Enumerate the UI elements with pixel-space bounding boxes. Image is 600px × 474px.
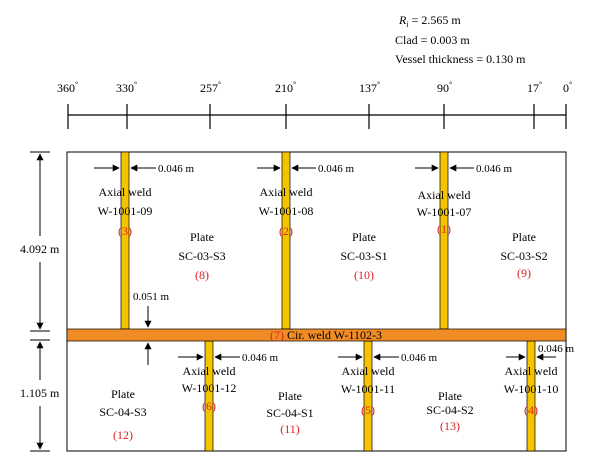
angle-label-257: 257° [200, 80, 221, 95]
plate-number: (11) [280, 422, 300, 436]
axial-weld-title: Axial weld [505, 364, 558, 378]
axial-weld-label-group: Axial weld W-1001-10 (4) [504, 364, 559, 417]
plate-title: Plate [278, 389, 302, 403]
circumferential-weld [66, 328, 567, 342]
plate-title: Plate [512, 230, 536, 244]
weld-width-dimension-2: 0.046 m [257, 163, 355, 175]
weld-width-dimension-5: 0.046 m [338, 352, 438, 364]
weld-width-dimension-4: 0.046 m [178, 352, 279, 364]
plate-title: Plate [111, 387, 135, 401]
plate-label-group: Plate SC-04-S3 (12) [99, 387, 146, 442]
circ-weld-label: (7) Cir. weld W-1102-3 [270, 328, 382, 342]
weld-width-dimension-3: 0.046 m [415, 163, 513, 175]
weld-width-label: 0.046 m [401, 352, 438, 364]
plate-label-group: Plate SC-03-S3 (8) [178, 230, 225, 282]
circ-weld-gap-label: 0.051 m [133, 291, 170, 303]
weld-width-label: 0.046 m [318, 163, 355, 175]
axial-weld-number: (4) [524, 403, 538, 417]
plate-title: Plate [438, 389, 462, 403]
angle-label-210: 210° [275, 80, 296, 95]
plate-number: (12) [113, 428, 133, 442]
plate-label-group: Plate SC-03-S2 (9) [500, 230, 547, 280]
angle-label-17: 17° [527, 80, 542, 95]
plate-id: SC-04-S2 [426, 403, 473, 417]
axial-weld-title: Axial weld [342, 364, 395, 378]
axial-weld-number: (6) [202, 399, 216, 413]
plate-number: (9) [517, 266, 531, 280]
axial-weld-label-group: Axial weld W-1001-09 (3) [98, 185, 153, 238]
axial-weld-w-1001-07 [439, 151, 449, 330]
weld-width-dimension-1: 0.046 m [94, 163, 195, 175]
plate-label-group: Plate SC-03-S1 (10) [340, 230, 387, 282]
angle-label-0: 0° [563, 80, 572, 95]
angle-label-360: 360° [57, 80, 78, 95]
axial-weld-label-group: Axial weld W-1001-08 (2) [259, 185, 314, 238]
axial-weld-w-1001-09 [120, 151, 130, 330]
axial-weld-label-group: Axial weld W-1001-12 (6) [182, 364, 237, 413]
axial-weld-w-1001-12 [204, 340, 214, 452]
plate-id: SC-03-S3 [178, 249, 225, 263]
plate-title: Plate [190, 230, 214, 244]
axial-weld-w-1001-11 [363, 340, 373, 452]
upper-course-height-dimension: 4.092 m [20, 151, 60, 332]
weld-width-label: 0.046 m [158, 163, 195, 175]
axial-weld-title: Axial weld [260, 185, 313, 199]
plate-id: SC-03-S1 [340, 249, 387, 263]
axial-weld-w-1001-10 [526, 340, 536, 452]
plate-id: SC-04-S1 [266, 406, 313, 420]
axial-weld-number: (3) [118, 224, 132, 238]
circ-weld-gap-dimension: 0.051 m [133, 291, 170, 365]
angle-label-137: 137° [359, 80, 380, 95]
plate-title: Plate [352, 230, 376, 244]
axial-weld-number: (5) [361, 403, 375, 417]
weld-width-label: 0.046 m [538, 343, 575, 355]
angle-label-90: 90° [437, 80, 452, 95]
axial-weld-id: W-1001-11 [341, 382, 395, 396]
lower-course-height-label: 1.105 m [20, 386, 60, 400]
axial-weld-w-1001-08 [281, 151, 291, 330]
axial-weld-number: (1) [437, 222, 451, 236]
weld-width-label: 0.046 m [476, 163, 513, 175]
weld-width-label: 0.046 m [242, 352, 279, 364]
clad-thickness-label: Clad = 0.003 m [395, 33, 470, 47]
axial-weld-label-group: Axial weld W-1001-07 (1) [417, 188, 472, 236]
plate-number: (10) [354, 268, 374, 282]
axial-weld-title: Axial weld [418, 188, 471, 202]
angle-label-330: 330° [116, 80, 137, 95]
weld-width-dimension-6: 0.046 m [506, 343, 575, 361]
plate-id: SC-03-S2 [500, 249, 547, 263]
axial-weld-id: W-1001-12 [182, 381, 237, 395]
axial-weld-id: W-1001-08 [259, 204, 314, 218]
vessel-shell-outline [66, 151, 567, 452]
axial-weld-id: W-1001-09 [98, 204, 153, 218]
axial-weld-number: (2) [279, 224, 293, 238]
axial-weld-title: Axial weld [183, 364, 236, 378]
angle-scale: 360° 330° 257° 210° 137° 90° 17° 0° [57, 80, 572, 129]
vessel-info: Ri = 2.565 m Clad = 0.003 m Vessel thick… [395, 13, 526, 66]
axial-weld-id: W-1001-07 [417, 205, 472, 219]
plate-id: SC-04-S3 [99, 405, 146, 419]
lower-course-height-dimension: 1.105 m [20, 339, 60, 452]
inner-radius-label: Ri = 2.565 m [398, 13, 461, 29]
vessel-thickness-label: Vessel thickness = 0.130 m [395, 52, 526, 66]
axial-weld-id: W-1001-10 [504, 382, 559, 396]
axial-weld-label-group: Axial weld W-1001-11 (5) [341, 364, 395, 417]
plate-label-group: Plate SC-04-S2 (13) [426, 389, 473, 433]
plate-number: (13) [440, 419, 460, 433]
plate-number: (8) [195, 268, 209, 282]
axial-weld-title: Axial weld [99, 185, 152, 199]
upper-course-height-label: 4.092 m [20, 242, 60, 256]
plate-label-group: Plate SC-04-S1 (11) [266, 389, 313, 436]
